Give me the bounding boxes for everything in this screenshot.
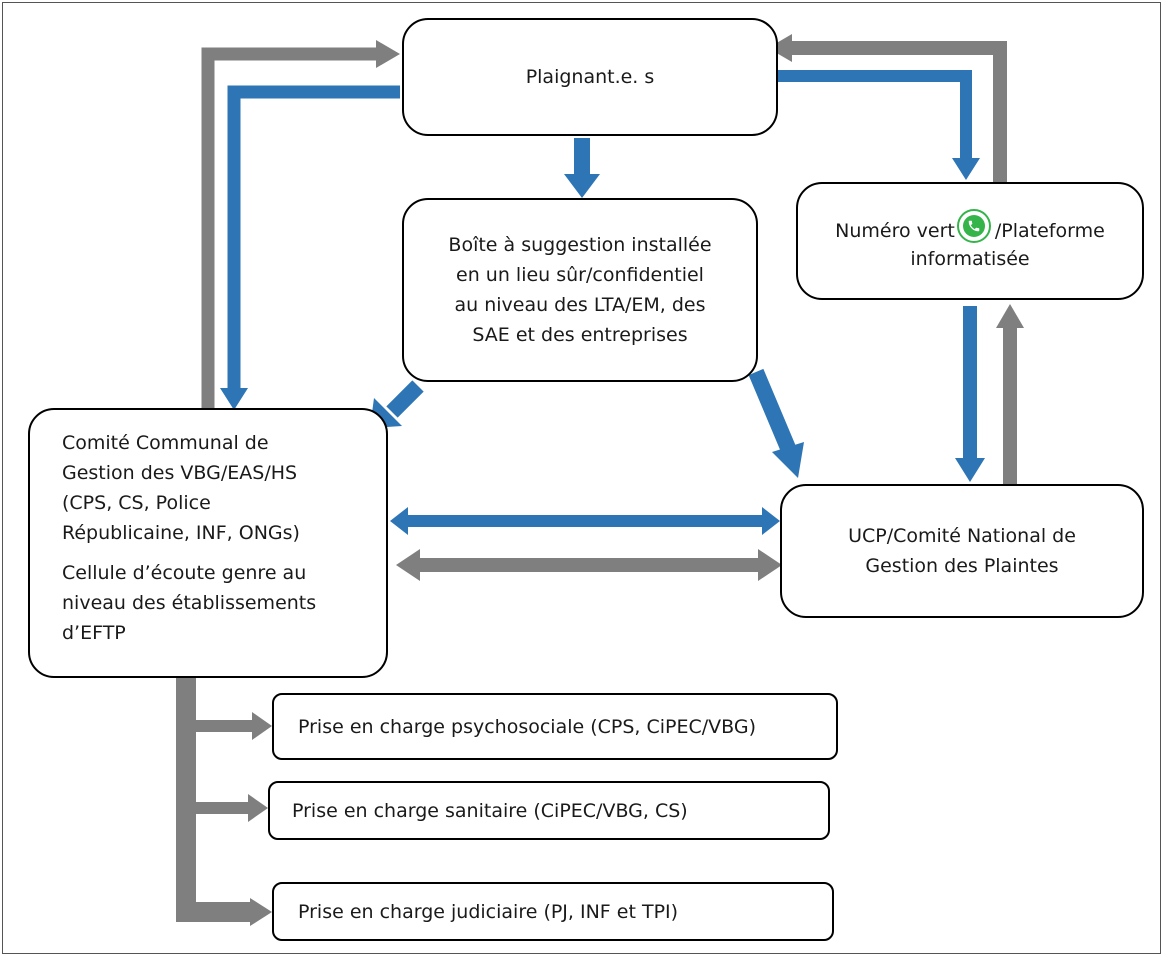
arrow-plaignant-to-numero (776, 70, 980, 180)
node-numero-vert: Numéro vert/Plateforme informatisée (796, 182, 1144, 300)
phone-call-icon (956, 209, 991, 243)
arrow-plaignant-to-comite (220, 85, 400, 410)
arrow-boite-to-ucp (748, 368, 804, 478)
node-prise-judiciaire: Prise en charge judiciaire (PJ, INF et T… (272, 882, 834, 941)
prise-psychosociale-label: Prise en charge psychosociale (CPS, CiPE… (298, 715, 757, 738)
arrow-numero-to-ucp (955, 306, 985, 482)
informatisee-label: informatisée (910, 248, 1030, 270)
arrow-comite-ucp-gray (396, 549, 782, 581)
arrow-comite-to-plaignant (201, 40, 400, 408)
node-prise-psychosociale: Prise en charge psychosociale (CPS, CiPE… (272, 693, 838, 760)
node-boite-label: Boîte à suggestion installée en un lieu … (448, 234, 712, 346)
arrow-plaignant-to-boite (564, 138, 600, 198)
node-comite-communal: Comité Communal de Gestion des VBG/EAS/H… (28, 408, 388, 678)
cellule-ecoute-label: Cellule d’écoute genre au niveau des éta… (62, 562, 317, 644)
node-ucp-label: UCP/Comité National de Gestion des Plain… (848, 525, 1076, 577)
node-plaignant-label: Plaignant.e. s (525, 66, 655, 88)
comite-communal-label: Comité Communal de Gestion des VBG/EAS/H… (62, 432, 300, 544)
arrow-ucp-to-numero (996, 304, 1024, 484)
arrow-comite-ucp-blue (390, 507, 780, 535)
prise-judiciaire-label: Prise en charge judiciaire (PJ, INF et T… (298, 900, 679, 923)
node-ucp-comite-national: UCP/Comité National de Gestion des Plain… (780, 484, 1144, 618)
node-prise-sanitaire: Prise en charge sanitaire (CiPEC/VBG, CS… (268, 781, 830, 840)
arrow-numero-to-plaignant (768, 34, 1007, 182)
node-boite-suggestion: Boîte à suggestion installée en un lieu … (402, 198, 758, 382)
prise-sanitaire-label: Prise en charge sanitaire (CiPEC/VBG, CS… (292, 799, 688, 822)
arrow-comite-to-prises (176, 676, 272, 926)
plateforme-label: /Plateforme (994, 220, 1105, 242)
node-plaignant: Plaignant.e. s (402, 18, 778, 136)
numero-vert-label: Numéro vert (835, 220, 955, 242)
